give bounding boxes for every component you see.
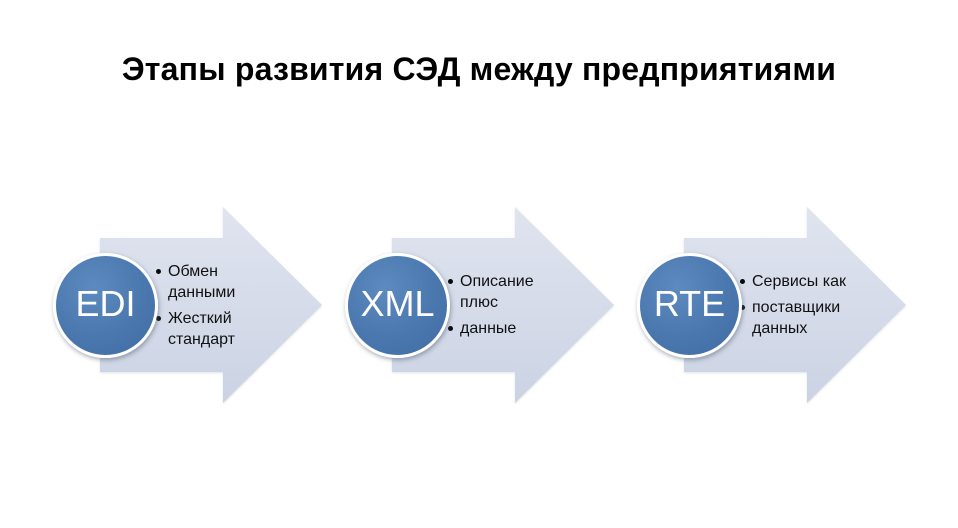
right-arrow-shape bbox=[684, 207, 906, 403]
bullet-dot-icon bbox=[156, 315, 161, 321]
stage-label: XML bbox=[360, 283, 435, 324]
bullet-list: Обмен данными Жесткий стандарт bbox=[156, 205, 272, 405]
bullet-text: Обмен данными bbox=[168, 262, 236, 301]
bullet-text: данные bbox=[460, 320, 517, 337]
stage-circle-xml: XML bbox=[345, 253, 450, 358]
process-stage-rte: Сервисы как поставщики данных RTE bbox=[637, 205, 907, 405]
right-arrow-shape bbox=[392, 207, 614, 403]
bullet-dot-icon bbox=[448, 279, 453, 284]
bullet-dot-icon bbox=[740, 279, 745, 284]
bullet-dot-icon bbox=[740, 305, 745, 310]
bullet-item: Описание плюс bbox=[448, 271, 564, 313]
bullet-item: Жесткий стандарт bbox=[156, 308, 272, 350]
page-title: Этапы развития СЭД между предприятиями bbox=[121, 51, 837, 87]
process-stage-xml: Описание плюс данные XML bbox=[345, 205, 615, 405]
bullet-list: Описание плюс данные bbox=[448, 205, 564, 405]
bullet-dot-icon bbox=[156, 268, 161, 274]
bullet-text: Сервисы как bbox=[752, 273, 846, 290]
bullet-text: поставщики данных bbox=[752, 299, 841, 337]
bullet-item: Сервисы как bbox=[740, 271, 856, 292]
stage-circle-edi: EDI bbox=[53, 253, 158, 358]
bullet-list: Сервисы как поставщики данных bbox=[740, 205, 856, 405]
bullet-item: Обмен данными bbox=[156, 261, 272, 303]
stage-label: EDI bbox=[75, 283, 136, 324]
right-arrow-shape bbox=[100, 207, 322, 403]
stage-circle-rte: RTE bbox=[637, 253, 742, 358]
process-stage-edi: Обмен данными Жесткий стандарт EDI bbox=[53, 205, 323, 405]
bullet-item: данные bbox=[448, 318, 564, 339]
bullet-item: поставщики данных bbox=[740, 297, 856, 339]
bullet-text: Жесткий стандарт bbox=[168, 309, 235, 348]
bullet-dot-icon bbox=[448, 326, 453, 331]
bullet-text: Описание плюс bbox=[460, 273, 534, 311]
stage-label: RTE bbox=[653, 283, 726, 324]
